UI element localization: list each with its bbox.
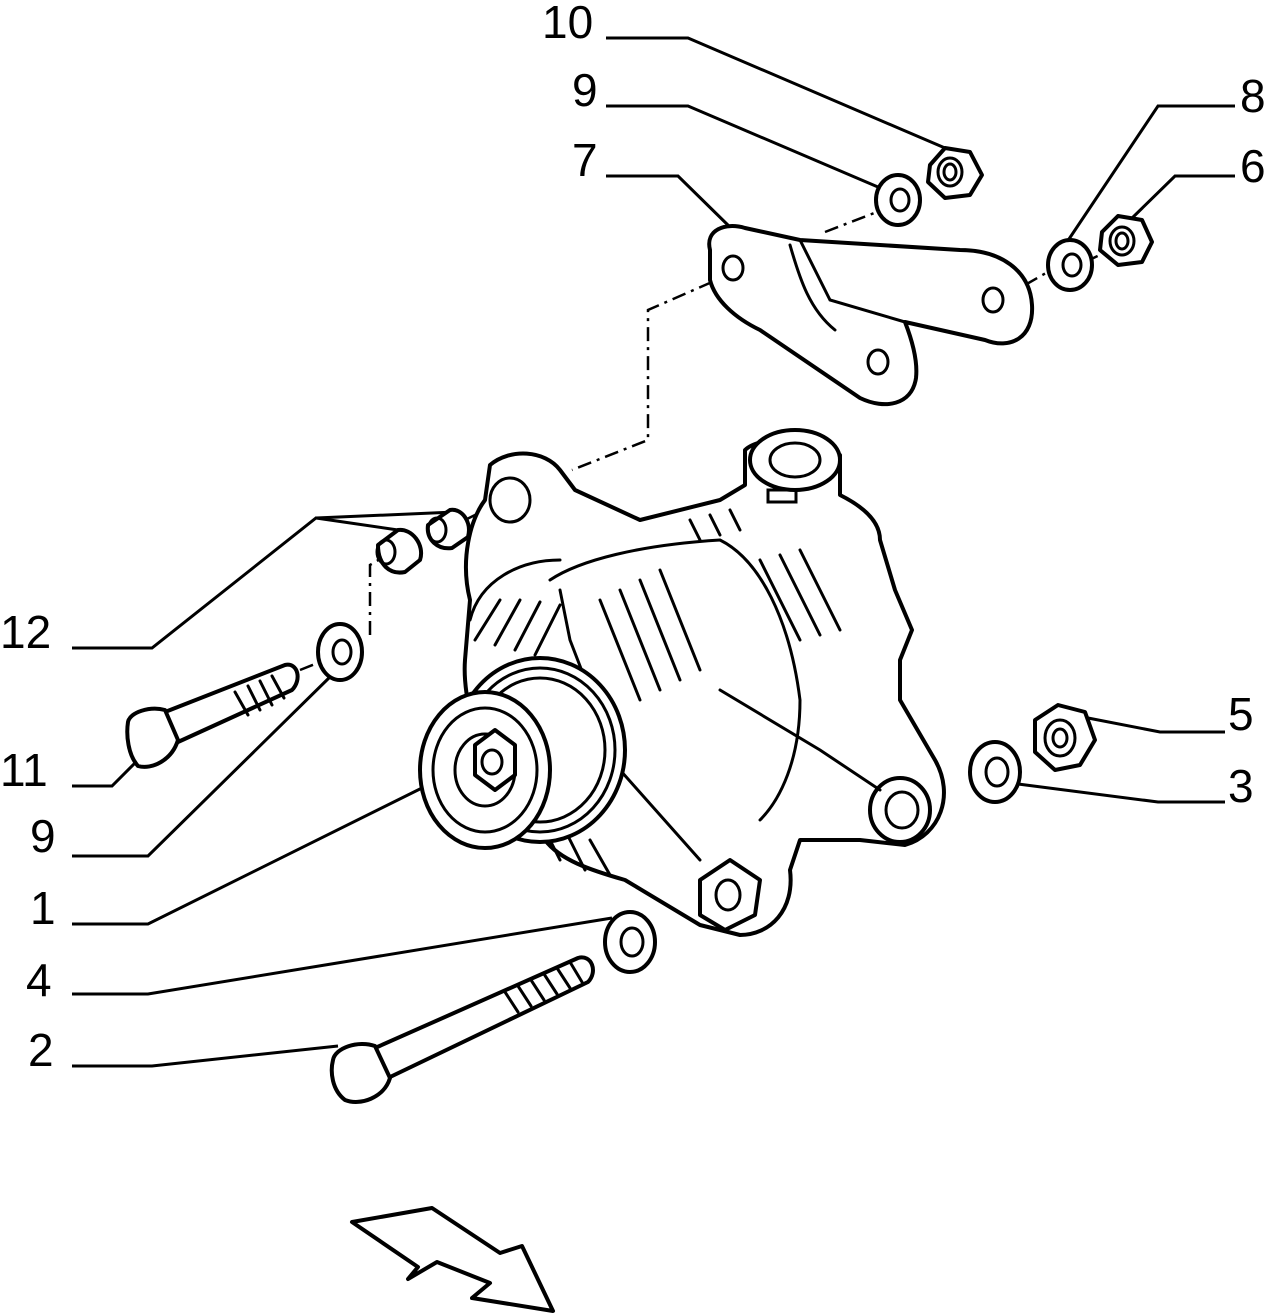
leader-3	[1017, 782, 1225, 804]
leader-9-left	[72, 670, 337, 858]
callout-2: 2	[28, 1024, 54, 1076]
callout-7: 7	[572, 134, 598, 186]
direction-arrow-icon	[350, 1206, 555, 1313]
leader-9-top	[606, 104, 886, 192]
leader-4	[72, 916, 613, 996]
washer-part-9-left	[316, 622, 364, 682]
callout-labels: 10 9 7 8 6 12 11 9 1 4 2 5 3	[0, 0, 1266, 1076]
callout-3: 3	[1228, 760, 1254, 812]
washer-part-8	[1046, 238, 1094, 292]
leader-11	[72, 758, 140, 788]
bolt-part-11	[125, 662, 300, 769]
leader-8	[1063, 104, 1235, 246]
leader-5	[1087, 716, 1225, 734]
leader-6	[1126, 174, 1235, 224]
callout-1: 1	[30, 882, 56, 934]
leader-7	[606, 174, 737, 234]
nut-part-5	[1033, 703, 1097, 772]
alternator-part-1	[418, 428, 946, 937]
nut-part-10	[926, 146, 984, 200]
bolt-part-2	[329, 955, 595, 1104]
callout-9-left: 9	[30, 810, 56, 862]
leader-10	[606, 36, 946, 150]
washer-part-4	[603, 910, 657, 974]
leader-lines	[72, 36, 1235, 1068]
callout-5: 5	[1228, 688, 1254, 740]
callout-4: 4	[26, 954, 52, 1006]
callout-9-top: 9	[572, 64, 598, 116]
washer-part-9-top	[874, 173, 922, 227]
bush-part-12-b	[425, 507, 471, 551]
pulley	[418, 656, 627, 850]
leader-12	[72, 516, 399, 650]
leader-1	[72, 783, 429, 926]
callout-8: 8	[1240, 70, 1266, 122]
callout-11: 11	[0, 744, 48, 796]
leader-2	[72, 1044, 339, 1068]
callout-10: 10	[542, 0, 593, 48]
nut-part-6	[1098, 214, 1154, 267]
cooling-fins	[468, 508, 842, 877]
callout-6: 6	[1240, 140, 1266, 192]
callout-12: 12	[0, 606, 51, 658]
bush-part-12-a	[375, 527, 424, 575]
washer-part-3	[968, 740, 1022, 804]
bracket-part-7	[707, 224, 1035, 407]
